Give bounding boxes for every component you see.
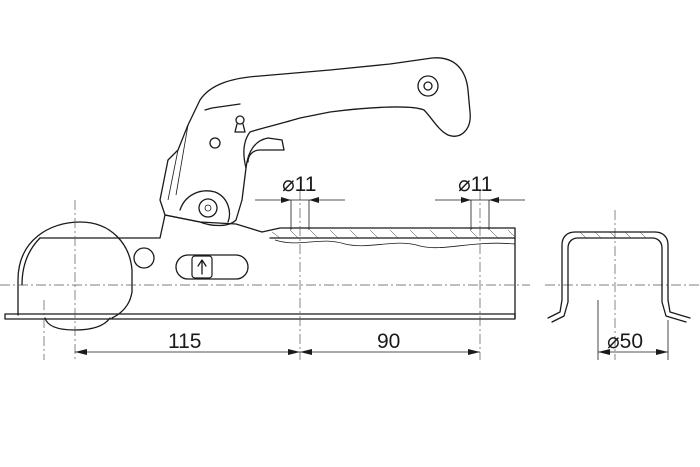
- hole2-diameter-label: ⌀11: [458, 173, 492, 196]
- tube-section: ⌀50: [547, 231, 691, 360]
- handle-outline: [159, 57, 471, 227]
- handle-edge-line: [167, 149, 179, 201]
- keyhole-icon: [235, 115, 245, 125]
- coupling-handle: [159, 57, 471, 227]
- tube-diameter-label: ⌀50: [607, 330, 643, 353]
- ball-socket-inner: [21, 237, 41, 286]
- coupling-body: [4, 214, 516, 331]
- handle-inner-edge: [245, 137, 285, 169]
- handle-pivot-hole: [417, 75, 439, 97]
- body-hole: [133, 247, 155, 269]
- handle-grip-edge: [204, 103, 241, 111]
- tube-break-line: [274, 239, 516, 249]
- dim-90: 90: [300, 330, 480, 355]
- ball-bottom: [44, 317, 111, 331]
- handle-small-hole: [209, 137, 221, 149]
- hole2-dimension: ⌀11: [435, 173, 525, 230]
- tube-section-hatch: [271, 229, 515, 239]
- arrow-up-icon: [197, 259, 207, 275]
- dim-115: 115: [75, 330, 300, 355]
- hole1-diameter-label: ⌀11: [282, 173, 316, 196]
- handle-main-pivot-center: [204, 204, 212, 212]
- keyhole-slot: [234, 123, 246, 133]
- housing-top-outline: [39, 214, 516, 319]
- indicator-slot: [175, 254, 249, 280]
- ball-to-hole-label: 115: [168, 330, 201, 353]
- handle-pivot-boss: [179, 190, 231, 223]
- section-outer: [547, 231, 691, 319]
- section-inner: [551, 237, 687, 323]
- base-plate: [4, 313, 516, 320]
- handle-edge-line-2: [175, 124, 189, 196]
- handle-pivot-pin: [423, 81, 433, 91]
- section-hatch: [579, 231, 647, 239]
- handle-main-pivot: [198, 198, 218, 218]
- centerlines: [0, 190, 700, 360]
- ball-socket-outline: [17, 221, 133, 319]
- hole-spacing-label: 90: [377, 330, 400, 353]
- hole1-dimension: ⌀11: [255, 173, 345, 230]
